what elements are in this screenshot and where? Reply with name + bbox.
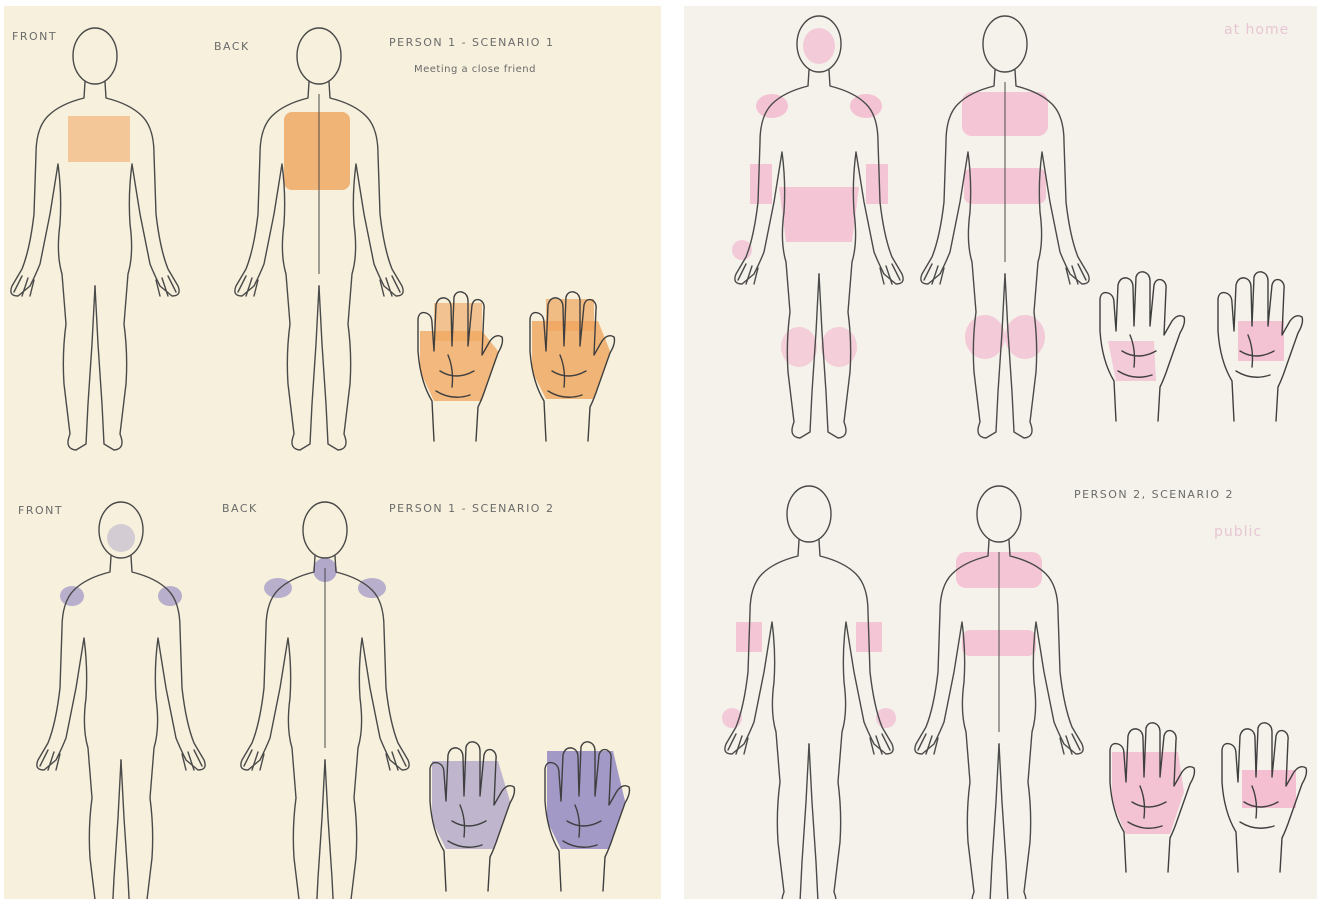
left-sheet: FRONT BACK PERSON 1 - SCENARIO 1 Meeting…: [4, 6, 661, 899]
faint-note-top: at home: [1224, 22, 1289, 38]
right-bottom-right-hand: [1222, 723, 1307, 872]
scenario2-left-hand: [430, 742, 515, 891]
right-bottom-left-hand: [1110, 723, 1195, 872]
right-top-front-body: [732, 16, 903, 438]
scenario1-left-hand: [418, 292, 503, 441]
scenario2-front-body: [37, 502, 205, 899]
right-faint-note: public: [1214, 524, 1262, 540]
left-sheet-drawing: FRONT BACK PERSON 1 - SCENARIO 1 Meeting…: [4, 6, 661, 899]
scenario1-back-highlight: [284, 112, 350, 190]
right-top-right-hand: [1218, 272, 1303, 421]
scenario1-back-body: [235, 28, 403, 450]
right-bottom-back-body: [915, 486, 1083, 899]
scenario1-title: PERSON 1 - SCENARIO 1: [389, 36, 554, 49]
scenario1-right-hand: [530, 292, 615, 441]
scenario1-chest-highlight: [68, 116, 130, 162]
right-scenario2-title: PERSON 2, SCENARIO 2: [1074, 488, 1234, 501]
scenario1-front-body: [11, 28, 179, 450]
right-sheet-drawing: at home PERSON 2, SCENARIO 2 public: [684, 6, 1317, 899]
right-bottom-front-body: [722, 486, 896, 899]
right-top-left-hand: [1100, 272, 1185, 421]
scenario2-back-body: [241, 502, 409, 899]
scenario1-front-label: FRONT: [12, 30, 57, 43]
scenario2-back-label: BACK: [222, 502, 258, 515]
right-top-back-body: [921, 16, 1089, 438]
scenario1-back-label: BACK: [214, 40, 250, 53]
scenario2-title: PERSON 1 - SCENARIO 2: [389, 502, 554, 515]
scenario2-right-hand: [545, 742, 630, 891]
right-sheet: at home PERSON 2, SCENARIO 2 public: [684, 6, 1317, 899]
scenario1-note: Meeting a close friend: [414, 64, 536, 75]
scenario2-front-label: FRONT: [18, 504, 63, 517]
